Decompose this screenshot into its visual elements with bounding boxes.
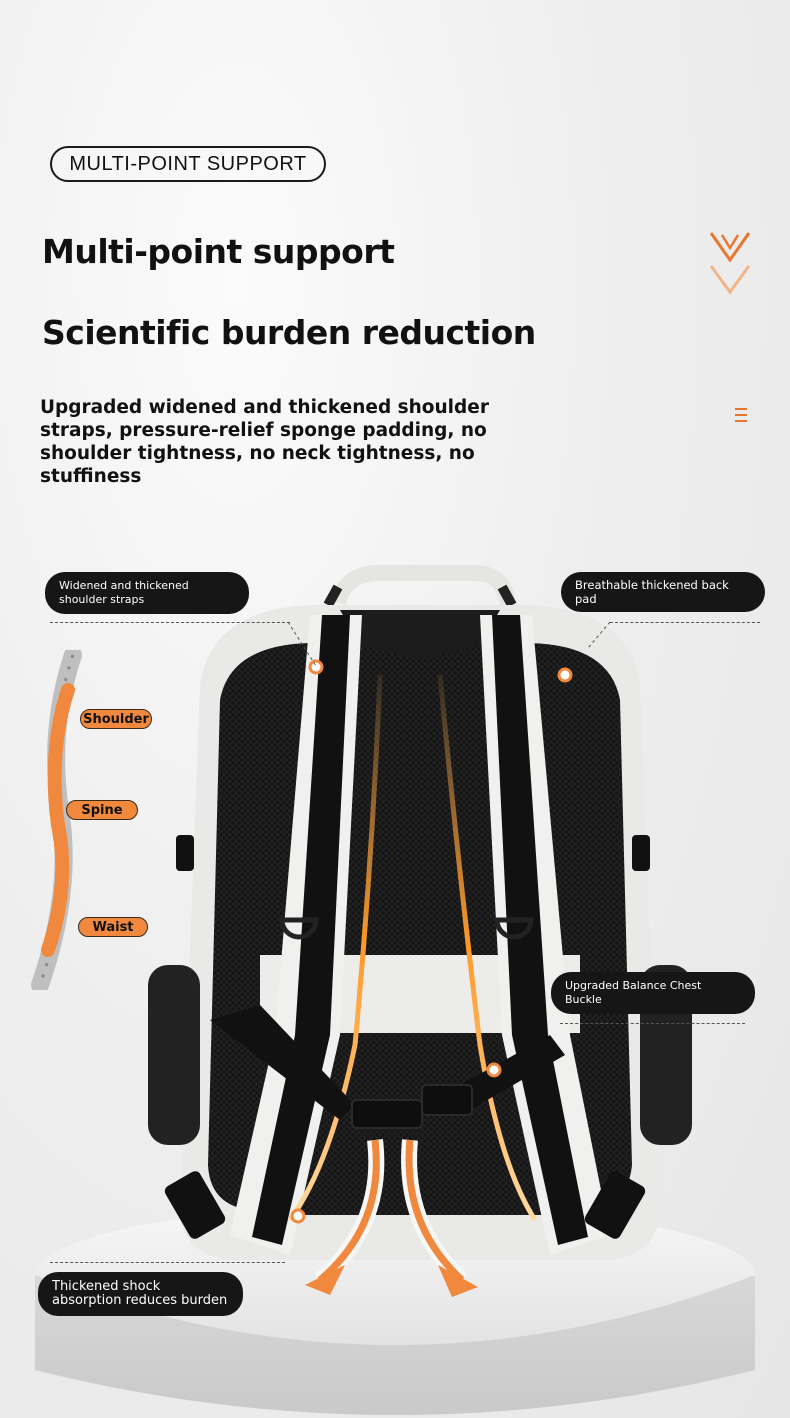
callout-line [50, 1262, 285, 1263]
backpack-illustration [148, 565, 692, 1297]
spine-label-shoulder: Shoulder [80, 709, 152, 729]
menu-icon [735, 408, 747, 422]
callout-back-pad: Breathable thickened back pad [561, 572, 765, 612]
callout-shock-absorption: Thickened shock absorption reduces burde… [38, 1272, 243, 1316]
spine-illustration [31, 650, 82, 990]
spine-label-waist: Waist [78, 917, 148, 937]
feature-description: Upgraded widened and thickened shoulder … [40, 397, 489, 487]
callout-line [50, 622, 290, 623]
callout-line [288, 621, 317, 667]
callout-shoulder-straps: Widened and thickened shoulder straps [45, 572, 249, 614]
section-badge: MULTI-POINT SUPPORT [50, 146, 326, 182]
page-subtitle: Scientific burden reduction [42, 313, 536, 352]
callout-line [610, 622, 760, 623]
callout-line [560, 1023, 745, 1024]
callout-line [587, 621, 611, 649]
callout-chest-buckle: Upgraded Balance Chest Buckle [551, 972, 755, 1014]
page-title: Multi-point support [42, 232, 395, 271]
chevron-down-icon [709, 232, 751, 295]
spine-label-spine: Spine [66, 800, 138, 820]
